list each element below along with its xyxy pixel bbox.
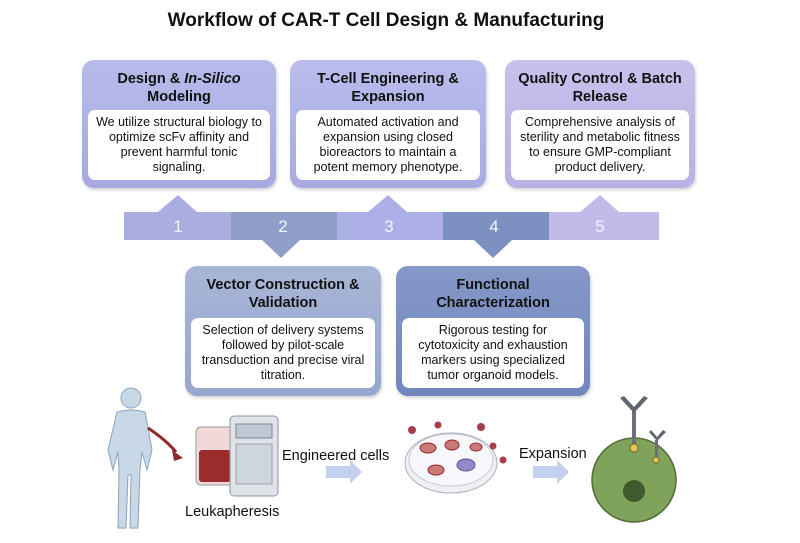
step-card-3: T-Cell Engineering & Expansion Automated… [290, 60, 486, 188]
step-text-2: Selection of delivery systems followed b… [191, 318, 375, 388]
step-card-5: Quality Control & Batch Release Comprehe… [505, 60, 695, 188]
step-number-2: 2 [278, 217, 288, 236]
virus-particles-icon [408, 421, 507, 464]
leukapheresis-label: Leukapheresis [185, 504, 279, 520]
petri-dish-icon [404, 432, 498, 494]
car-t-cell-icon [591, 396, 677, 523]
step-number-1: 1 [173, 217, 183, 236]
flow-arrow-1 [326, 460, 362, 484]
human-figure-icon [107, 387, 153, 529]
step-text-1: We utilize structural biology to optimiz… [88, 110, 270, 180]
step-card-2: Vector Construction & Validation Selecti… [185, 266, 381, 396]
flow-arrow-2 [533, 460, 569, 484]
step-number-4: 4 [489, 217, 499, 236]
step-card-4: Functional Characterization Rigorous tes… [396, 266, 590, 396]
step-text-4: Rigorous testing for cytotoxicity and ex… [402, 318, 584, 388]
step-card-1: Design & In-Silico Modeling We utilize s… [82, 60, 276, 188]
step-text-5: Comprehensive analysis of sterility and … [511, 110, 689, 180]
step-heading-4: Functional Characterization [436, 277, 550, 311]
blood-draw-arrow [147, 426, 178, 453]
leukapheresis-machine-icon [195, 415, 279, 497]
step-number-5: 5 [595, 217, 605, 236]
step-heading-3: T-Cell Engineering & Expansion [317, 71, 459, 105]
engineered-cells-label: Engineered cells [282, 448, 389, 464]
step-text-3: Automated activation and expansion using… [296, 110, 480, 180]
step-heading-1: Design & In-Silico Modeling [117, 71, 241, 105]
step-heading-5: Quality Control & Batch Release [518, 71, 682, 105]
step-heading-2: Vector Construction & Validation [206, 277, 360, 311]
expansion-label: Expansion [519, 446, 587, 462]
diagram-title: Workflow of CAR-T Cell Design & Manufact… [167, 10, 605, 31]
step-number-3: 3 [384, 217, 394, 236]
